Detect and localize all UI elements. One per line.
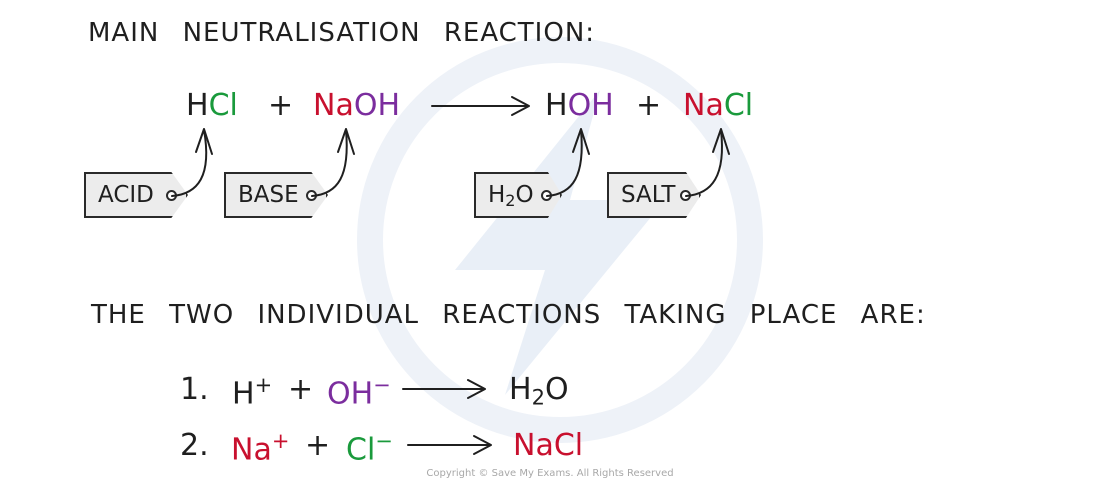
- water-h: H: [488, 182, 506, 208]
- right-arrow-icon: [431, 96, 530, 116]
- sodium-symbol: Na: [313, 88, 354, 123]
- hydrogen-symbol: H: [545, 88, 568, 123]
- copyright-notice: Copyright © Save My Exams. All Rights Re…: [426, 468, 674, 479]
- hydroxide-symbol: OH: [567, 88, 614, 123]
- water-subscript: 2: [505, 191, 516, 211]
- plus-sign: +: [288, 372, 314, 407]
- ion-charge: +: [271, 429, 290, 453]
- hydroxide-symbol: OH: [353, 88, 400, 123]
- curved-arrow-icon: [311, 128, 355, 197]
- ion-symbol: OH: [327, 376, 374, 412]
- ion-symbol: H: [232, 376, 255, 412]
- product-o: O: [544, 372, 569, 407]
- acid-tag: ACID: [84, 172, 188, 218]
- plus-sign: +: [268, 88, 294, 123]
- curved-arrow-icon: [546, 128, 590, 197]
- main-reaction-heading: MAIN NEUTRALISATION REACTION:: [88, 18, 596, 48]
- naoh-formula: NaOH: [313, 91, 400, 121]
- product-h: H: [509, 372, 532, 407]
- ion-charge: −: [373, 373, 391, 397]
- plus-sign: +: [636, 88, 662, 123]
- hoh-formula: HOH: [545, 91, 614, 121]
- curved-arrow-icon: [685, 128, 730, 197]
- water-o: O: [515, 182, 534, 208]
- nacl-formula: NaCl: [683, 91, 753, 121]
- hydroxide-ion: OH−: [327, 375, 391, 410]
- hcl-formula: HCl: [186, 91, 238, 121]
- ion-symbol: Cl: [346, 432, 376, 468]
- chlorine-symbol: Cl: [723, 88, 754, 123]
- reaction-number: 1.: [180, 372, 209, 407]
- chlorine-symbol: Cl: [208, 88, 238, 123]
- acid-tag-label: ACID: [98, 182, 154, 208]
- sodium-symbol: Na: [683, 88, 724, 123]
- water-product: H2O: [509, 375, 569, 408]
- water-tag-label: H2O: [488, 182, 534, 211]
- right-arrow-icon: [407, 435, 492, 455]
- hydrogen-symbol: H: [186, 88, 209, 123]
- curved-arrow-icon: [171, 128, 213, 197]
- ion-symbol: Na: [231, 432, 272, 468]
- base-tag-label: BASE: [238, 182, 299, 208]
- ion-charge: −: [375, 429, 393, 453]
- hydrogen-ion: H+: [232, 375, 272, 410]
- right-arrow-icon: [402, 379, 486, 399]
- chloride-ion: Cl−: [346, 431, 393, 466]
- sodium-chloride-product: NaCl: [513, 428, 584, 463]
- plus-sign: +: [305, 428, 331, 463]
- individual-reactions-heading: THE TWO INDIVIDUAL REACTIONS TAKING PLAC…: [91, 300, 926, 330]
- sodium-ion: Na+: [231, 431, 289, 466]
- salt-tag-label: SALT: [621, 182, 676, 208]
- product-subscript: 2: [531, 385, 545, 410]
- reaction-number: 2.: [180, 428, 209, 463]
- ion-charge: +: [254, 373, 273, 397]
- water-tag: H2O: [474, 172, 562, 218]
